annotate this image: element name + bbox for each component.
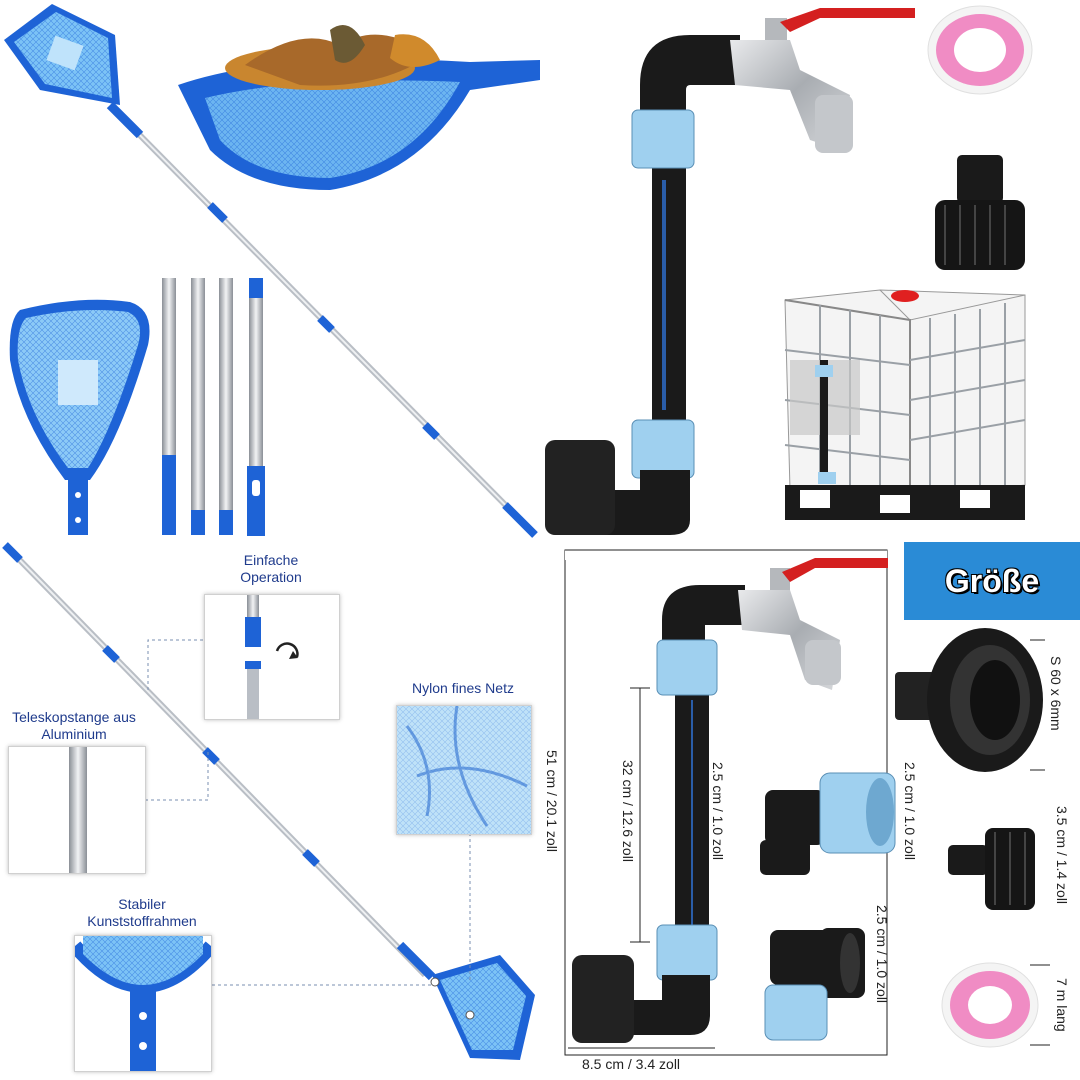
size-diagram [564,549,888,1056]
label-nylon-net: Nylon fines Netz [412,680,514,696]
skimmer-head-front [9,299,150,535]
inset-nylon-net [396,705,532,835]
dim-base-width: 8.5 cm / 3.4 zoll [582,1056,681,1072]
inset-telescope-pole [8,746,146,874]
inset-plastic-frame [69,935,217,1072]
label-easy-operation: Einfache Operation [240,552,302,585]
hose-connector-small [948,828,1035,910]
net-closeup [397,705,531,834]
inset-easy-operation [204,594,340,720]
label-telescope-pole: Teleskopstange aus Aluminium [12,709,136,742]
callout-lines [145,639,471,986]
pole-segments [162,278,265,536]
dim-tape-length: 7 m lang [1054,978,1070,1032]
dim-elbow-1: 2.5 cm / 1.0 zoll [902,762,918,861]
skimmer-net-top [4,4,538,538]
frame-closeup [69,936,217,1071]
elbow-fitting-1 [760,772,896,875]
dim-elbow-2: 2.5 cm / 1.0 zoll [874,905,890,1004]
twist-lock-illustration [245,595,299,719]
dim-hose-connector: 3.5 cm / 1.4 zoll [1054,806,1070,905]
ptfe-tape-top [927,5,1033,95]
dim-pipe-diameter: 2.5 cm / 1.0 zoll [710,762,726,861]
elbow-fitting-2 [764,928,865,1041]
ibc-tank [784,289,1026,520]
hose-connector-top [935,155,1025,270]
s60-adapter [895,628,1043,772]
label-plastic-frame: Stabiler Kunststoffrahmen [87,896,197,929]
ptfe-tape-bottom [941,962,1039,1048]
dim-adapter-thread: S 60 x 6mm [1048,656,1064,731]
pole-closeup [69,747,87,873]
skimmer-net-bottom [2,542,535,1060]
dim-pipe-length: 32 cm / 12.6 zoll [620,760,636,862]
tap-assembly-top [545,8,915,535]
dim-total-height: 51 cm / 20.1 zoll [544,750,560,852]
leaf-skimmer-basket [178,25,540,190]
size-badge: Größe [904,542,1080,620]
